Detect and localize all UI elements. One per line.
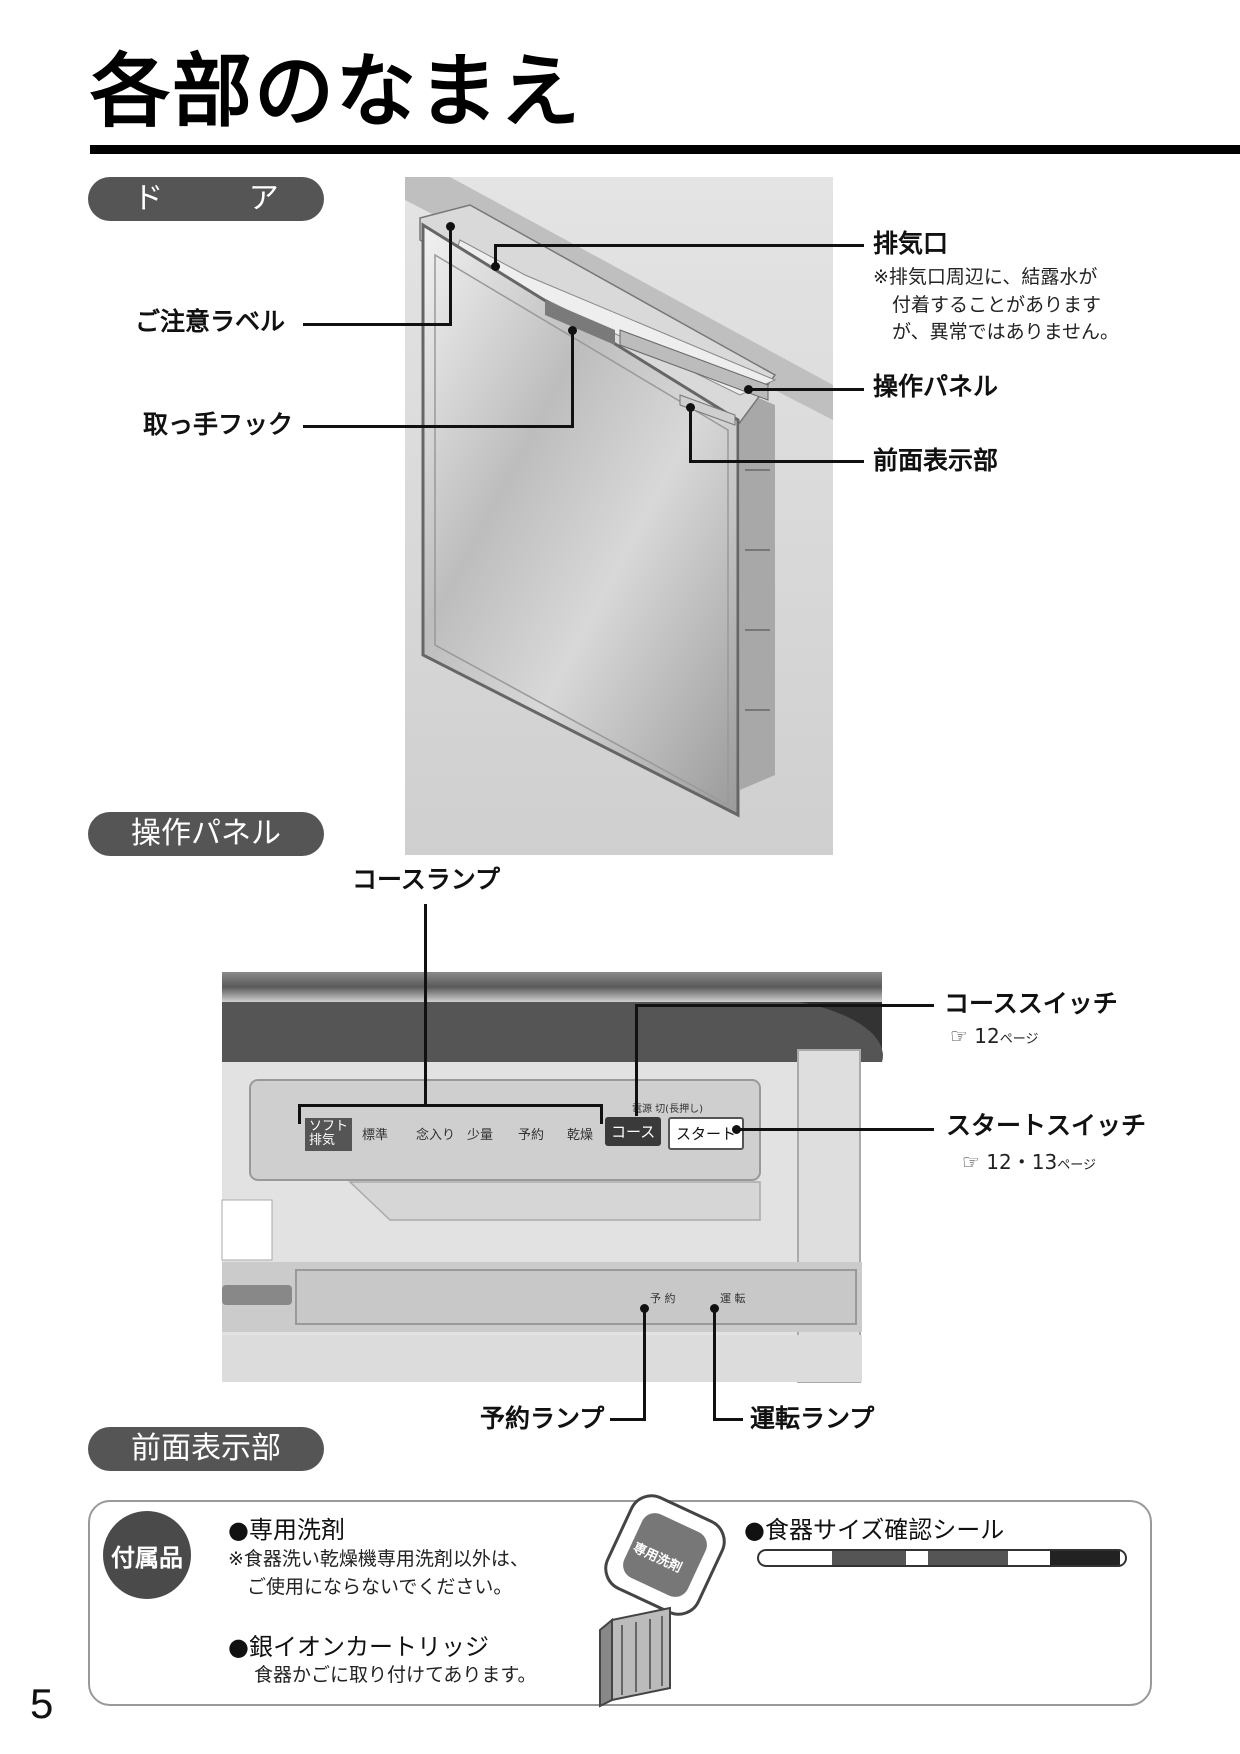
control-panel-dot	[744, 385, 753, 394]
start-switch-label: スタートスイッチ	[946, 1111, 1147, 1140]
course-soft-exhaust[interactable]: ソフト 排気	[305, 1118, 353, 1151]
course-dry[interactable]: 乾燥	[567, 1128, 594, 1143]
detergent-note: ※食器洗い乾燥機専用洗剤以外は、 ご使用にならないでください。	[228, 1548, 529, 1598]
front-lamp-run: 運 転	[720, 1292, 746, 1305]
control-panel-label: 操作パネル	[873, 372, 999, 401]
run-lamp-leader	[713, 1418, 743, 1421]
course-lamp-bracket-left	[298, 1104, 301, 1124]
course-switch-ref: ☞ 12ページ	[950, 1024, 1039, 1048]
course-lamp-bracket	[298, 1104, 603, 1107]
page-number: 5	[30, 1680, 54, 1727]
accessories-heading: 付属品	[103, 1511, 191, 1599]
reserve-lamp-leader-v	[643, 1308, 646, 1421]
power-hint: 電源 切(長押し)	[632, 1104, 703, 1115]
reserve-lamp-dot	[640, 1304, 649, 1313]
course-small[interactable]: 少量	[467, 1128, 494, 1143]
control-panel-leader	[748, 388, 864, 391]
course-lamp-bracket-right	[600, 1104, 603, 1124]
course-thorough[interactable]: 念入り	[416, 1128, 456, 1143]
front-display-label: 前面表示部	[873, 446, 999, 475]
section-front-heading: 前面表示部	[88, 1427, 324, 1471]
section-panel-heading: 操作パネル	[88, 812, 324, 856]
run-lamp-label: 運転ランプ	[750, 1404, 875, 1433]
exhaust-label: 排気口	[873, 229, 949, 258]
handle-hook-dot	[568, 326, 577, 335]
caution-label-leader-v	[449, 227, 452, 326]
page-title: 各部のなまえ	[90, 45, 582, 138]
start-switch-dot	[732, 1125, 741, 1134]
start-button[interactable]: スタート	[668, 1117, 745, 1150]
run-lamp-leader-v	[713, 1308, 716, 1421]
title-rule	[90, 145, 1240, 154]
exhaust-note: ※排気口周辺に、結露水が 付着することがあります が、異常ではありません。	[873, 266, 1120, 344]
handle-hook-label: 取っ手フック	[143, 410, 294, 439]
run-lamp-dot	[710, 1304, 719, 1313]
caution-label-dot	[446, 222, 455, 231]
course-standard[interactable]: 標準	[362, 1128, 389, 1143]
front-display-leader-v	[689, 407, 692, 463]
course-reserve[interactable]: 予約	[518, 1128, 545, 1143]
course-switch-label: コーススイッチ	[944, 989, 1118, 1018]
course-button[interactable]: コース	[605, 1117, 662, 1146]
caution-label-leader	[303, 323, 451, 326]
exhaust-leader-v	[494, 244, 497, 264]
reserve-lamp-label: 予約ランプ	[480, 1404, 605, 1433]
exhaust-leader	[496, 244, 864, 247]
detergent-item: ●専用洗剤	[228, 1516, 345, 1544]
exhaust-dot	[491, 262, 500, 271]
cartridge-item: ●銀イオンカートリッジ	[228, 1633, 489, 1661]
reserve-lamp-leader	[610, 1418, 645, 1421]
course-switch-leader	[637, 1004, 934, 1007]
front-lamp-reserve: 予 約	[650, 1292, 676, 1305]
start-switch-leader	[738, 1128, 934, 1131]
front-display-dot	[686, 403, 695, 412]
front-display-leader	[691, 460, 864, 463]
handle-hook-leader-v	[571, 330, 574, 428]
start-switch-ref: ☞ 12・13ページ	[962, 1150, 1096, 1174]
course-lamp-label: コースランプ	[352, 865, 501, 894]
cartridge-note: 食器かごに取り付けてあります。	[254, 1664, 537, 1686]
course-switch-leader-v	[635, 1004, 638, 1116]
caution-label-label: ご注意ラベル	[135, 307, 286, 336]
section-door-heading: ド ア	[88, 177, 324, 221]
handle-hook-leader	[303, 425, 573, 428]
size-seal-item: ●食器サイズ確認シール	[744, 1516, 1005, 1544]
course-lamp-leader-v	[424, 904, 427, 1104]
